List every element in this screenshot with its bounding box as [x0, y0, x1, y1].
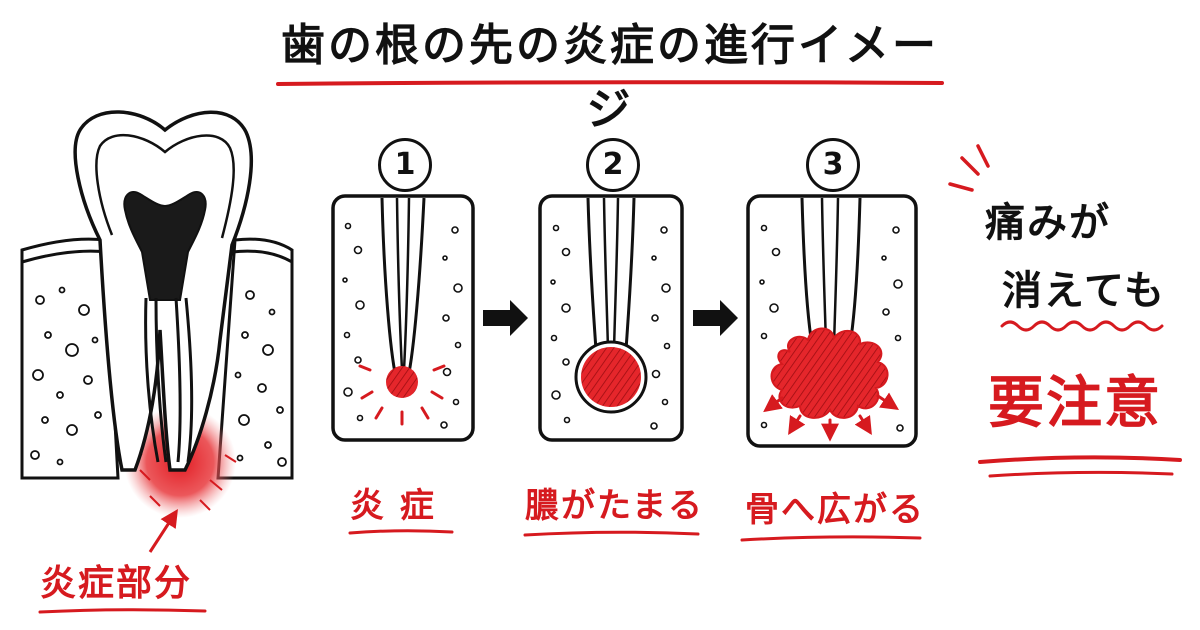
inflammation-rays	[358, 364, 446, 426]
pulp-chamber	[123, 191, 207, 301]
emphasis-underline-1	[978, 455, 1182, 464]
spreading-infection	[770, 327, 889, 419]
bone-right	[216, 237, 294, 480]
tooth-label-underline	[38, 608, 207, 614]
title-underline	[276, 80, 944, 86]
enamel-line	[95, 133, 235, 239]
tooth-illustration	[20, 110, 294, 553]
emphasis-underline-2	[988, 470, 1174, 478]
pointer-arrow	[148, 508, 178, 553]
step-arrow-1	[483, 300, 528, 336]
step-2-number: 2	[586, 138, 640, 192]
note-line-2: 消えても	[1002, 268, 1166, 314]
label-underline-1	[348, 529, 454, 535]
abscess-pus	[581, 347, 641, 407]
note-emphasis: 要注意	[988, 371, 1162, 436]
step-1-number: 1	[378, 138, 432, 192]
label-underline-3	[740, 535, 922, 542]
label-underline-2	[523, 530, 700, 537]
page-title: 歯の根の先の炎症の進行イメージ	[281, 20, 939, 135]
step-3-panel	[746, 194, 918, 448]
spread-arrows	[763, 392, 899, 442]
step-3-number: 3	[806, 138, 860, 192]
step-3-label: 骨へ広がる	[745, 490, 925, 530]
step-1-label: 炎 症	[350, 486, 436, 526]
inflammation-area-label: 炎症部分	[40, 563, 193, 604]
step-2-label: 膿がたまる	[525, 486, 704, 526]
wavy-underline	[1000, 320, 1164, 332]
step-1-panel	[331, 194, 475, 442]
emphasis-marks	[948, 144, 990, 192]
note-line-1: 痛みが	[985, 200, 1111, 246]
bone-texture	[30, 286, 287, 467]
step-2-panel	[538, 194, 684, 442]
step-arrow-2	[693, 300, 738, 336]
bone-left	[20, 237, 120, 480]
inflammation-small	[386, 366, 418, 398]
